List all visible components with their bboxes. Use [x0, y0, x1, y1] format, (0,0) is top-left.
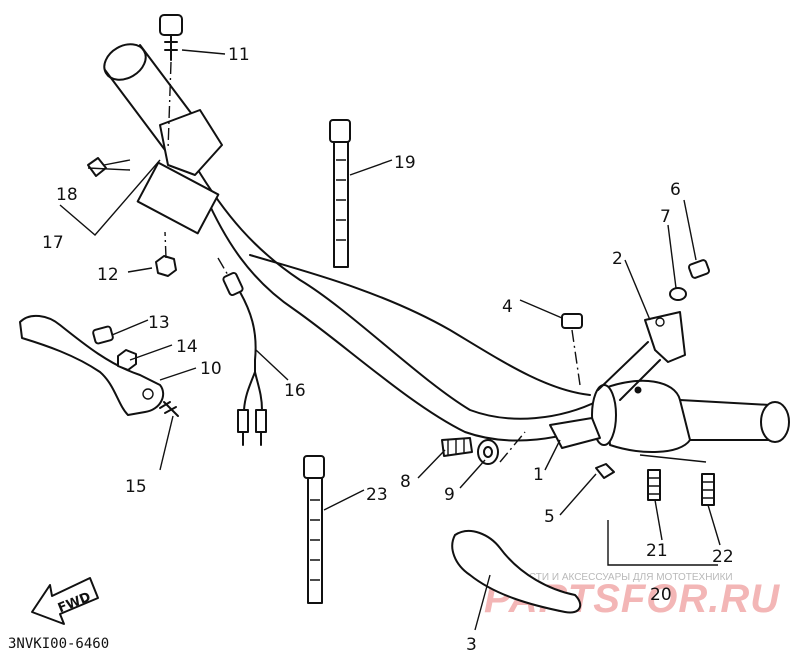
fwd-arrow-icon: FWD: [31, 577, 99, 625]
nut-icon: [155, 255, 177, 277]
callout-4: 4: [502, 297, 513, 317]
bolt-icon: [159, 14, 183, 36]
callout-13: 13: [148, 313, 170, 333]
diagram-code: 3NVKI00-6460: [8, 636, 109, 652]
nut-icon: [595, 463, 615, 479]
callout-8: 8: [400, 472, 411, 492]
wire-harness: [217, 257, 267, 446]
callout-22: 22: [712, 547, 734, 567]
left-lever: [19, 314, 179, 417]
callout-3: 3: [466, 635, 477, 655]
callout-5: 5: [544, 507, 555, 527]
callout-6: 6: [670, 180, 681, 200]
nut-icon: [117, 349, 137, 371]
callout-19: 19: [394, 153, 416, 173]
cable-tie-23: [303, 455, 325, 604]
callout-12: 12: [97, 265, 119, 285]
callout-16: 16: [284, 381, 306, 401]
callout-20: 20: [650, 585, 672, 605]
cable-tie-19: [329, 119, 351, 268]
leader-lines: [59, 49, 721, 631]
callout-10: 10: [200, 359, 222, 379]
callout-9: 9: [444, 485, 455, 505]
callout-11: 11: [228, 45, 250, 65]
callout-14: 14: [176, 337, 198, 357]
callout-21: 21: [646, 541, 668, 561]
callout-15: 15: [125, 477, 147, 497]
callout-17: 17: [42, 233, 64, 253]
bracket: [644, 311, 686, 363]
callout-1: 1: [533, 465, 544, 485]
callout-23: 23: [366, 485, 388, 505]
watermark-subtitle: ЗАПЧАСТИ И АКСЕССУАРЫ ДЛЯ МОТОТЕХНИКИ: [496, 572, 733, 583]
handlebar: [194, 164, 606, 442]
screw-icon: [87, 157, 107, 177]
left-grip-assembly: [87, 14, 223, 235]
callout-2: 2: [612, 249, 623, 269]
callout-7: 7: [660, 207, 671, 227]
callout-18: 18: [56, 185, 78, 205]
